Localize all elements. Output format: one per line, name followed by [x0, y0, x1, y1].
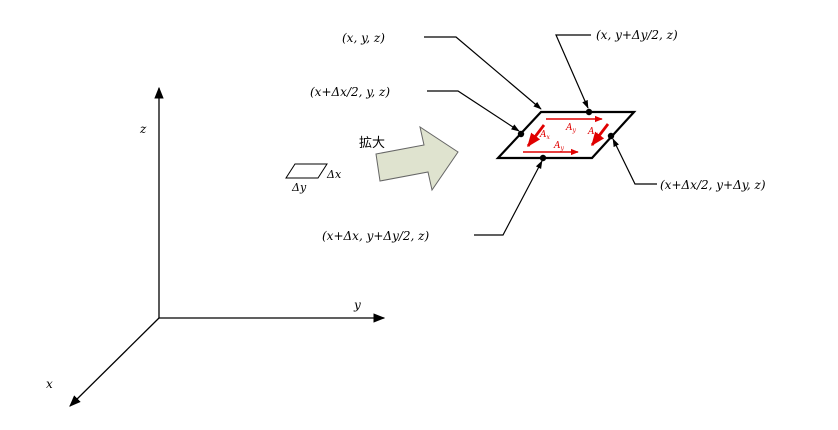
leader-origin [424, 36, 542, 110]
small-parallelogram [285, 163, 328, 179]
point-left [517, 130, 525, 138]
callout-leaders [424, 34, 657, 236]
ax-left-arrow [526, 124, 546, 148]
leader-left [427, 90, 520, 132]
ay-bottom-label: Ay [553, 141, 565, 152]
label-origin: (x, y, z) [342, 31, 385, 45]
label-right: (x+Δx/2, y+Δy, z) [660, 178, 766, 192]
leader-bottom [474, 160, 543, 236]
small-dy-label: Δy [291, 181, 307, 194]
z-axis-label: z [139, 122, 147, 136]
big-arrow-shape [375, 125, 459, 192]
x-axis [69, 317, 160, 407]
small-dx-label: Δx [326, 168, 342, 181]
leader-right [612, 138, 657, 185]
label-top: (x, y+Δy/2, z) [596, 28, 678, 42]
large-surface-element: Ax Ay Ax Ay [495, 108, 637, 162]
x-axis-label: x [46, 377, 53, 391]
label-bottom: (x+Δx, y+Δy/2, z) [322, 229, 429, 243]
ax-left-label: Ax [539, 130, 551, 141]
point-right [607, 132, 615, 140]
ax-right-label: Ax [587, 127, 599, 138]
label-left: (x+Δx/2, y, z) [310, 85, 390, 99]
leader-top [555, 34, 591, 109]
ay-top-label: Ay [565, 123, 577, 134]
y-axis-label: y [353, 298, 361, 312]
small-surface-element: Δx Δy [285, 163, 342, 194]
coordinate-labels: (x, y, z) (x, y+Δy/2, z) (x+Δx/2, y, z) … [310, 28, 766, 243]
point-top [585, 108, 593, 116]
enlarge-arrow: 拡大 [359, 125, 459, 192]
ax-right-arrow [590, 123, 610, 147]
point-bottom [539, 154, 547, 162]
enlarge-label: 拡大 [359, 136, 385, 151]
coordinate-axes: z y x [46, 86, 386, 407]
